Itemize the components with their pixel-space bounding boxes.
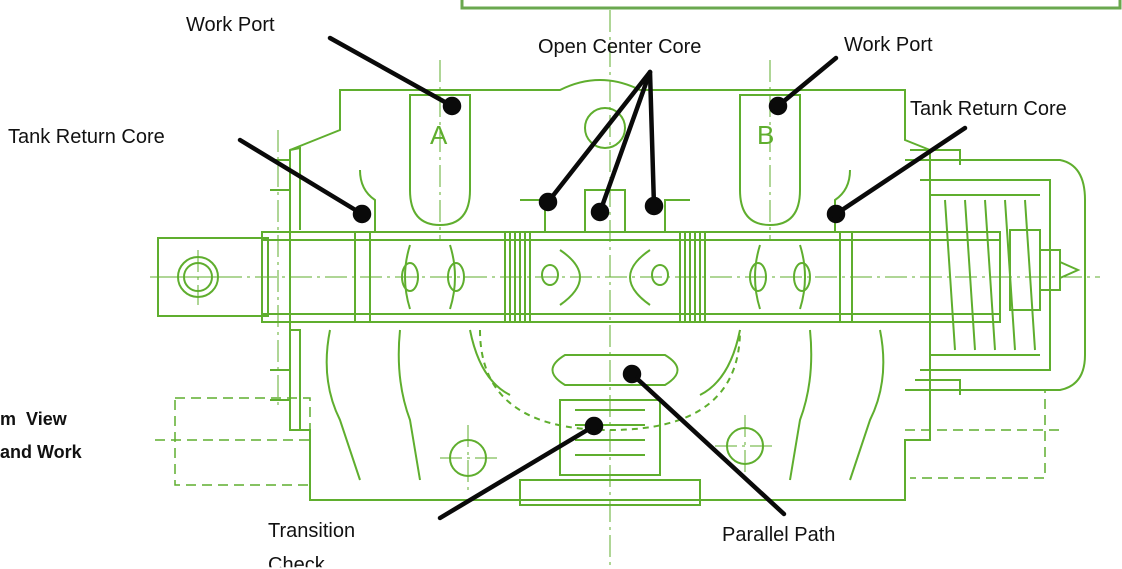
center-lines xyxy=(150,10,1100,565)
label-transition-check-line2: Check xyxy=(268,554,325,569)
label-work-port-right: Work Port xyxy=(844,34,933,56)
port-a-mark: A xyxy=(430,120,448,150)
label-tank-return-core-left: Tank Return Core xyxy=(8,126,165,148)
leader-parallel-path xyxy=(629,371,787,517)
leader-open-center-core-1 xyxy=(545,69,653,205)
leader-transition-check xyxy=(437,423,597,521)
leader-tank-return-left xyxy=(237,137,365,217)
leader-work-port-left xyxy=(327,35,455,109)
label-parallel-path: Parallel Path xyxy=(722,524,836,546)
label-work-port-left: Work Port xyxy=(186,14,275,36)
label-transition-check-line1: Transition xyxy=(268,520,356,542)
label-tank-return-core-right: Tank Return Core xyxy=(910,98,1067,120)
figure-frame xyxy=(460,0,1122,10)
callout-leaders xyxy=(237,35,968,521)
leader-work-port-right xyxy=(775,55,839,109)
port-b-mark: B xyxy=(757,120,774,150)
leader-open-center-core-3 xyxy=(647,69,657,209)
mounting-outline-dashed xyxy=(155,389,1065,486)
leader-open-center-core-2 xyxy=(597,69,653,215)
valve-body-drawing xyxy=(157,79,1086,506)
leader-tank-return-right xyxy=(833,125,968,217)
side-caption-line2: and Work xyxy=(0,442,82,462)
side-caption-line1: m View xyxy=(0,409,67,429)
label-open-center-core: Open Center Core xyxy=(538,36,702,58)
